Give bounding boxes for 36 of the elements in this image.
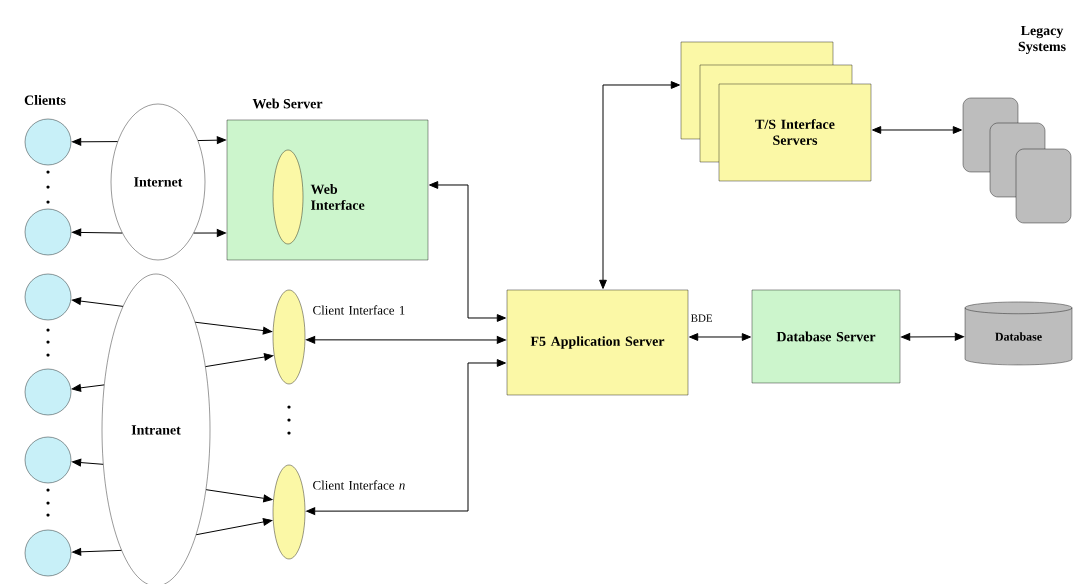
arrow [689,333,751,341]
arrow [71,384,105,392]
arrow [872,126,962,134]
edge-label: BDE [689,313,714,323]
arrow [901,332,964,341]
interface-label: Client Interface 1 [313,305,405,315]
column-heading: Clients [24,95,66,105]
arrow [72,228,123,237]
arrow [194,321,273,335]
arrow [72,458,104,467]
arrow [429,181,506,322]
client-circle [24,529,72,577]
server-box: Database Server [751,289,901,384]
arrow [72,547,122,556]
box-heading: Web Server [252,98,323,109]
client-circle [24,118,72,166]
client-circle [24,436,72,484]
interface-label: Web Interface [310,184,365,210]
arrow [205,489,273,503]
server-stack: T/S Interface Servers [680,41,872,182]
arrow [205,353,274,368]
database-cylinder: Database [964,301,1073,366]
stack-heading: Legacy Systems [1018,25,1066,55]
arrow [197,136,226,145]
client-circle [24,273,72,321]
arrow [599,81,680,289]
arrow [306,359,506,516]
arrow [306,335,506,344]
arrow [195,518,273,536]
arrow [72,137,119,146]
client-circle [24,368,72,416]
arrow [71,297,124,307]
arrow [193,229,226,237]
interface-label: Client Interface n [313,480,405,490]
server-box: F5 Application Server [506,289,689,396]
client-circle [24,208,72,256]
